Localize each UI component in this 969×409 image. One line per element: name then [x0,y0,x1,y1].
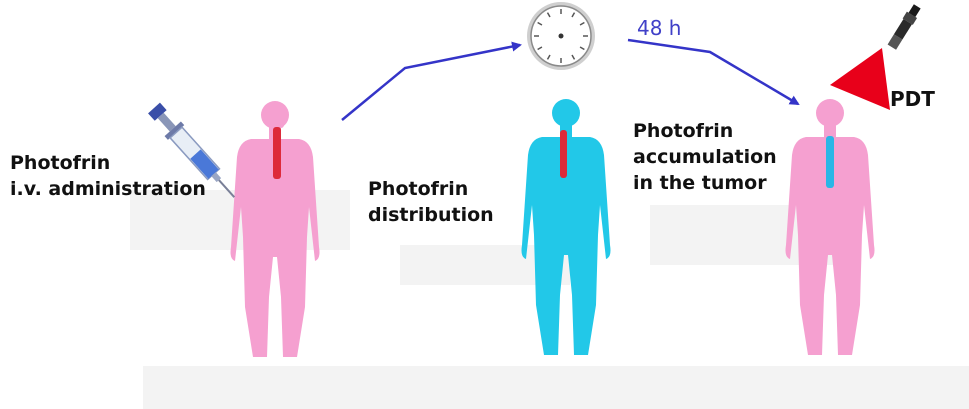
clock-icon [527,2,595,70]
laser-pointer-icon [887,3,923,50]
administration-line-1: Photofrin [10,150,206,176]
accumulation-line-3: in the tumor [633,170,777,196]
arrow-to-distribution [342,45,520,120]
distribution-label: Photofrin distribution [368,176,494,228]
patient-figure-distribution [522,99,611,355]
patient-figure-administration [231,101,320,357]
arrow-to-accumulation [628,40,798,104]
time-interval-label: 48 h [637,16,681,40]
patient-figure-tumor [786,99,875,355]
accumulation-line-1: Photofrin [633,118,777,144]
distribution-line-2: distribution [368,202,494,228]
distribution-line-1: Photofrin [368,176,494,202]
laser-beam [830,48,890,110]
blood-vessel-red [560,130,567,178]
administration-label: Photofrin i.v. administration [10,150,206,202]
pdt-label: PDT [890,86,935,112]
blood-vessel-red [273,127,281,179]
administration-line-2: i.v. administration [10,176,206,202]
accumulation-label: Photofrin accumulation in the tumor [633,118,777,196]
accumulation-line-2: accumulation [633,144,777,170]
blood-vessel-blue [826,136,834,188]
